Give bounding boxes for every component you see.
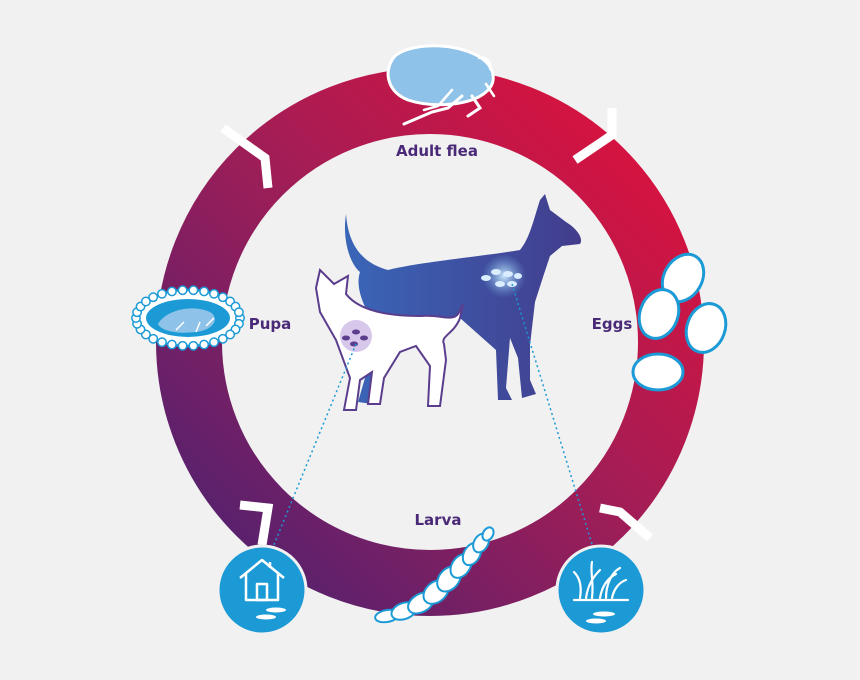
pupa-bead: [140, 296, 151, 307]
pupa-bead: [225, 329, 236, 340]
home-environment-badge: [216, 544, 308, 636]
cat-silhouette: [314, 268, 464, 411]
connector-lines: [261, 283, 601, 575]
pupa-bead: [188, 340, 199, 351]
stage-label-eggs: Eggs: [592, 315, 633, 333]
adult-flea-illustration: [386, 44, 496, 126]
pupa-bead: [177, 285, 188, 296]
pupa-bead: [166, 339, 177, 350]
cat-to-home-connector: [261, 343, 357, 575]
ring-divider-top-left: [220, 124, 273, 189]
pupa-bead: [188, 285, 199, 296]
pupa-bead: [177, 340, 188, 351]
outdoors-environment-badge: [555, 544, 647, 636]
stage-label-larva: Larva: [415, 511, 462, 529]
pupa-bead: [233, 307, 244, 318]
pupa-bead: [166, 286, 177, 297]
pupa-bead: [209, 288, 219, 299]
larva-illustration: [374, 526, 495, 624]
pupa-bead: [148, 292, 159, 303]
pupa-bead: [157, 337, 167, 348]
ring-divider-bottom-left: [239, 500, 274, 546]
pupa-bead: [199, 286, 210, 297]
stage-label-adult: Adult flea: [396, 142, 478, 160]
eggs-illustration: [631, 252, 728, 392]
pupa-illustration: [131, 285, 245, 351]
pupa-bead: [217, 333, 228, 344]
pupa-bead: [157, 288, 167, 299]
pupa-bead: [148, 333, 159, 344]
ring-divider-top-right: [572, 108, 617, 164]
pupa-bead: [209, 337, 219, 348]
ring-divider-bottom-right: [599, 503, 653, 542]
pupa-bead: [199, 339, 210, 350]
stage-label-pupa: Pupa: [249, 315, 292, 333]
grass-icon: [572, 560, 630, 602]
house-icon: [239, 558, 285, 602]
pupa-bead: [217, 292, 228, 303]
dog-silhouette: [344, 194, 582, 404]
